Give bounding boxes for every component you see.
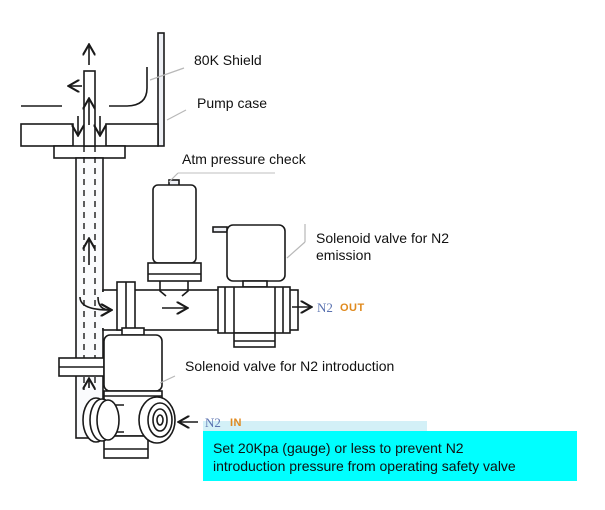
pump-case-left-block — [20, 123, 74, 147]
pressure-note-box: Set 20Kpa (gauge) or less to prevent N2 … — [203, 431, 577, 481]
leader-line — [149, 67, 185, 81]
label-emission-valve-line2: emission — [316, 247, 372, 263]
intro-valve-coil — [103, 334, 163, 392]
emission-valve-knob — [212, 226, 228, 233]
n2-out-gas-label: N2 — [317, 300, 333, 315]
leader-line — [159, 375, 176, 384]
label-80k-shield: 80K Shield — [194, 52, 262, 68]
leader-line — [286, 241, 306, 259]
pump-case-right-block — [105, 123, 159, 147]
atm-check-neck — [159, 281, 189, 297]
label-pump-case: Pump case — [197, 95, 268, 111]
n2-in-direction-label: IN — [230, 417, 242, 429]
leader-line — [166, 109, 187, 121]
intro-valve-knob — [121, 327, 145, 336]
emission-valve-bottom — [233, 332, 276, 348]
leader-line — [168, 172, 179, 183]
arrow-curve-icon — [97, 296, 110, 310]
label-emission-valve-line1: Solenoid valve for N2 — [316, 230, 450, 246]
emission-valve-body — [217, 286, 291, 334]
atm-check-base — [147, 262, 202, 282]
emission-valve-coil — [226, 224, 286, 282]
pressure-note-text: Set 20Kpa (gauge) or less to prevent N2 … — [213, 440, 516, 474]
n2-in-gas-label: N2 — [205, 415, 221, 430]
label-introduction-valve: Solenoid valve for N2 introduction — [185, 358, 395, 374]
emission-valve-stem — [242, 280, 268, 288]
atm-check-body — [152, 184, 197, 264]
n2-out-direction-label: OUT — [340, 302, 365, 314]
base-flange — [53, 145, 126, 159]
note-header-strip — [203, 421, 427, 431]
shield-wall — [157, 32, 165, 147]
shield-curve — [109, 67, 148, 107]
intro-valve-left-ring-3 — [96, 399, 120, 441]
label-atm-pressure-check: Atm pressure check — [182, 151, 306, 167]
intro-valve-bottom — [103, 435, 149, 459]
intro-valve-right-ring-4 — [156, 414, 164, 426]
